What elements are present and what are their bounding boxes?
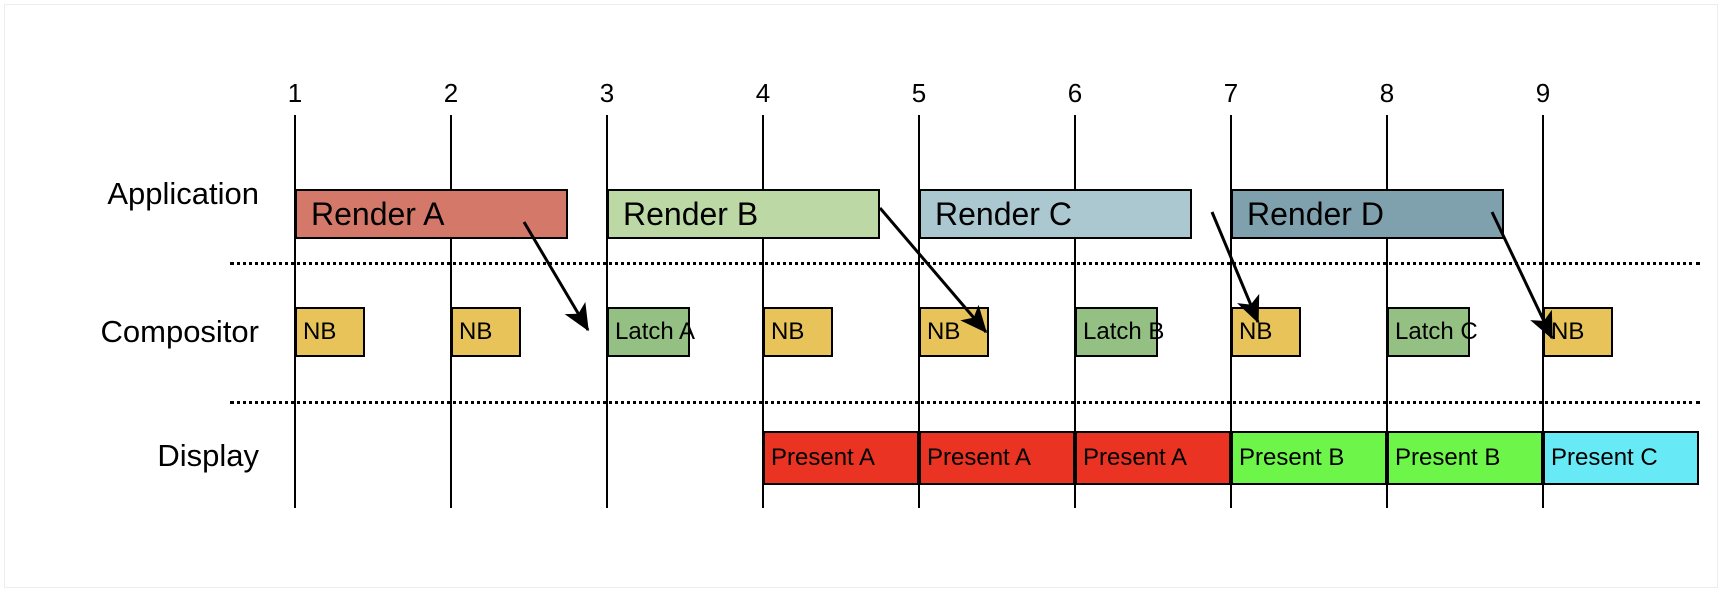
display-block-present-c-5: Present C	[1543, 431, 1699, 485]
render-block-render-b-1: Render B	[607, 189, 880, 239]
display-block-present-b-3: Present B	[1231, 431, 1387, 485]
compositor-block-nb-1: NB	[451, 307, 522, 357]
render-block-label: Render C	[935, 195, 1072, 232]
display-block-label: Present B	[1395, 444, 1501, 471]
compositor-block-label: NB	[771, 318, 805, 345]
compositor-block-label: Latch B	[1083, 318, 1165, 345]
tick-number-6: 6	[1067, 78, 1083, 108]
tick-number-3: 3	[599, 78, 615, 108]
display-block-label: Present C	[1551, 444, 1658, 471]
tick-number-7: 7	[1223, 78, 1239, 108]
compositor-block-nb-6: NB	[1231, 307, 1302, 357]
tick-number-5: 5	[911, 78, 927, 108]
render-block-label: Render D	[1247, 195, 1384, 232]
row-label-display: Display	[157, 438, 259, 473]
compositor-block-label: Latch A	[615, 318, 696, 345]
compositor-block-nb-4: NB	[919, 307, 990, 357]
compositor-block-label: NB	[927, 318, 961, 345]
row-label-application: Application	[107, 176, 259, 211]
display-block-present-b-4: Present B	[1387, 431, 1543, 485]
compositor-block-latch-c-7: Latch C	[1387, 307, 1478, 357]
row-label-compositor: Compositor	[100, 314, 260, 349]
display-block-label: Present A	[927, 444, 1032, 471]
compositor-block-label: NB	[1239, 318, 1273, 345]
compositor-block-latch-a-2: Latch A	[607, 307, 696, 357]
compositor-block-nb-0: NB	[295, 307, 366, 357]
tick-number-4: 4	[755, 78, 771, 108]
display-block-label: Present A	[771, 444, 876, 471]
tick-number-8: 8	[1379, 78, 1395, 108]
display-block-label: Present B	[1239, 444, 1345, 471]
compositor-block-label: Latch C	[1395, 318, 1478, 345]
render-block-label: Render B	[623, 195, 759, 232]
display-block-label: Present A	[1083, 444, 1188, 471]
tick-number-9: 9	[1535, 78, 1551, 108]
compositor-block-label: NB	[303, 318, 337, 345]
display-block-present-a-2: Present A	[1075, 431, 1231, 485]
lane-separator-application-compositor	[230, 262, 1700, 265]
diagram-frame	[4, 4, 1718, 588]
lane-separator-compositor-display	[230, 401, 1700, 404]
compositor-block-nb-3: NB	[763, 307, 834, 357]
compositor-block-latch-b-5: Latch B	[1075, 307, 1165, 357]
display-block-present-a-0: Present A	[763, 431, 919, 485]
render-block-label: Render A	[311, 195, 445, 232]
render-block-render-c-2: Render C	[919, 189, 1192, 239]
compositor-block-label: NB	[1551, 318, 1585, 345]
compositor-block-label: NB	[459, 318, 493, 345]
display-block-present-a-1: Present A	[919, 431, 1075, 485]
tick-number-1: 1	[287, 78, 303, 108]
compositor-block-nb-8: NB	[1543, 307, 1614, 357]
render-block-render-d-3: Render D	[1231, 189, 1504, 239]
tick-number-2: 2	[443, 78, 459, 108]
render-block-render-a-0: Render A	[295, 189, 568, 239]
